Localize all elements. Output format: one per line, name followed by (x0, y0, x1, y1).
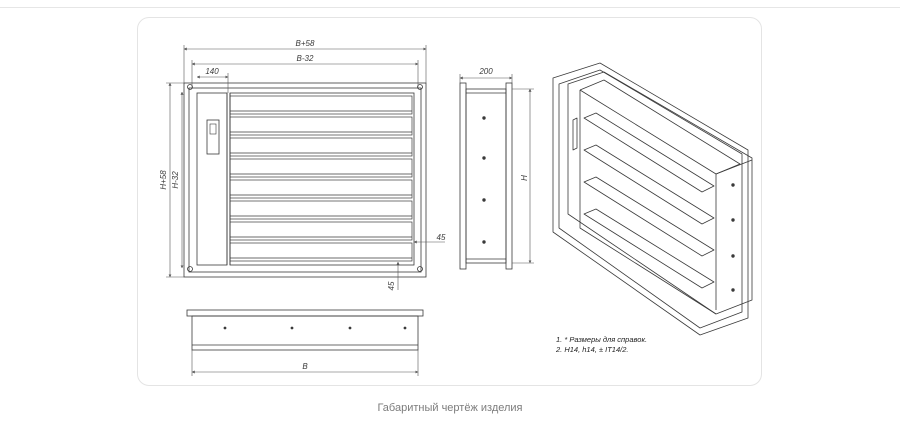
bottom-view (186, 309, 424, 351)
dim-b-minus-32: B-32 (297, 54, 314, 63)
isometric-blades (583, 112, 715, 289)
dim-45-bottom: 45 (387, 281, 396, 290)
dim-h: H (520, 175, 529, 181)
drawing-card (137, 17, 762, 386)
dim-200: 200 (478, 67, 493, 76)
front-dimension-labels: B+58 B-32 140 H+58 H-32 45 45 (159, 39, 446, 290)
dim-h-plus-58: H+58 (159, 170, 168, 190)
dim-45-right: 45 (437, 233, 446, 242)
technical-drawing: B+58 B-32 140 H+58 H-32 45 45 200 H (159, 39, 753, 376)
dim-b: B (302, 362, 308, 371)
dim-h-minus-32: H-32 (171, 171, 180, 189)
figure-caption: Габаритный чертёж изделия (377, 402, 523, 414)
front-dimensions (166, 45, 445, 290)
note-line-1: 1. * Размеры для справок. (556, 335, 647, 344)
isometric-view (552, 62, 753, 336)
dim-b-plus-58: B+58 (296, 39, 315, 48)
drawing-notes: 1. * Размеры для справок. 2. H14, h14, ±… (555, 335, 647, 354)
front-blades (229, 95, 413, 262)
bottom-dimensions (191, 350, 419, 376)
note-line-2: 2. H14, h14, ± IT14/2. (555, 345, 629, 354)
side-dimensions (459, 74, 534, 264)
dim-140: 140 (205, 67, 219, 76)
top-divider (0, 7, 900, 8)
side-dimension-labels: 200 H (478, 67, 529, 181)
front-view (183, 82, 427, 278)
side-view (459, 82, 513, 270)
